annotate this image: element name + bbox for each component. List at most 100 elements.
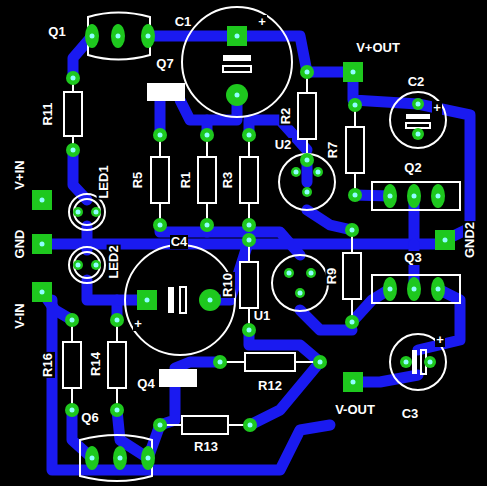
drill-hole [287, 271, 292, 276]
part-label: C3 [401, 407, 420, 421]
pad [141, 446, 155, 470]
pad [424, 356, 436, 368]
pad [113, 446, 127, 470]
regulator-outline [272, 255, 328, 311]
drill-hole [145, 298, 150, 303]
led-outline [69, 247, 105, 283]
led-outline [74, 252, 100, 278]
capacitor-outline [125, 245, 235, 355]
copper-trace [300, 310, 352, 330]
drill-hole [316, 170, 321, 175]
drill-hole [443, 238, 448, 243]
drill-hole [158, 423, 163, 428]
pad [407, 184, 421, 208]
polarity-mark: + [435, 333, 445, 347]
pad [412, 128, 424, 140]
part-label: R1 [179, 171, 193, 190]
drill-hole [428, 360, 433, 365]
part-label: R2 [279, 107, 293, 126]
pad [300, 153, 314, 167]
transistor-outline [372, 275, 460, 303]
drill-hole [436, 194, 441, 199]
drill-hole [90, 456, 95, 461]
drill-hole [388, 194, 393, 199]
capacitor-outline [390, 92, 446, 148]
capacitor-symbol [223, 66, 251, 72]
copper-trace [307, 210, 352, 230]
part-label: V-OUT [334, 403, 376, 417]
part-label: C2 [407, 75, 426, 89]
pad [295, 288, 305, 298]
capacitor-symbol [180, 287, 186, 313]
drill-hole [318, 360, 323, 365]
part-label: Q4 [136, 377, 155, 391]
resistor-symbol [182, 416, 228, 434]
part-label: R16 [41, 352, 55, 378]
pad [226, 84, 248, 106]
polarity-mark: + [133, 317, 143, 331]
pad [85, 24, 99, 48]
pad [32, 24, 455, 470]
pad [243, 418, 257, 432]
pad [348, 98, 362, 112]
capacitor-symbol [406, 114, 430, 119]
pad [153, 218, 167, 232]
pad [200, 218, 214, 232]
capacitor-outline [182, 7, 292, 117]
pad [242, 233, 256, 247]
drill-hole [205, 223, 210, 228]
drill-hole [76, 263, 81, 268]
drill-hole [247, 238, 252, 243]
drill-hole [40, 290, 45, 295]
drill-hole [436, 287, 441, 292]
drill-hole [351, 70, 356, 75]
pad [110, 313, 124, 327]
drill-hole [309, 271, 314, 276]
drill-hole [70, 318, 75, 323]
pad [431, 184, 445, 208]
pad [65, 313, 79, 327]
resistor-symbol [63, 72, 364, 434]
pad [407, 277, 421, 301]
pad [153, 418, 167, 432]
drill-hole [350, 228, 355, 233]
part-label: R10 [221, 272, 235, 298]
pad [284, 268, 294, 278]
drill-hole [416, 102, 421, 107]
capacitor-outline [390, 334, 446, 390]
pad [383, 184, 397, 208]
capacitor-symbol [223, 55, 251, 61]
drill-hole [404, 360, 409, 365]
part-label: C4 [170, 235, 189, 249]
capacitor-symbol [406, 123, 430, 128]
transistor-outline [372, 182, 460, 210]
resistor-symbol [298, 93, 316, 139]
pad [242, 128, 256, 142]
part-label: R3 [221, 171, 235, 190]
pad [345, 315, 359, 329]
drill-hole [115, 408, 120, 413]
pad [412, 98, 424, 110]
drill-hole [40, 198, 45, 203]
drill-hole [388, 287, 393, 292]
part-label: R12 [257, 379, 283, 393]
part-label: LED2 [107, 244, 121, 279]
part-label: V-IN [13, 302, 27, 329]
drill-hole [248, 423, 253, 428]
part-label: U1 [253, 309, 272, 323]
part-label: V+OUT [355, 41, 401, 55]
resistor-symbol [64, 92, 82, 136]
polarity-mark: + [257, 15, 267, 29]
part-label: R7 [326, 141, 340, 160]
capacitor-symbol [168, 55, 430, 374]
drill-hole [353, 103, 358, 108]
polarity-mark: + [432, 101, 442, 115]
pad [32, 190, 52, 210]
drill-hole [94, 263, 99, 268]
part-label: R14 [89, 351, 103, 377]
drill-hole [305, 190, 310, 195]
drill-hole [247, 133, 252, 138]
pad [300, 65, 314, 79]
part-label: R9 [325, 267, 339, 286]
part-label: R11 [41, 101, 55, 126]
